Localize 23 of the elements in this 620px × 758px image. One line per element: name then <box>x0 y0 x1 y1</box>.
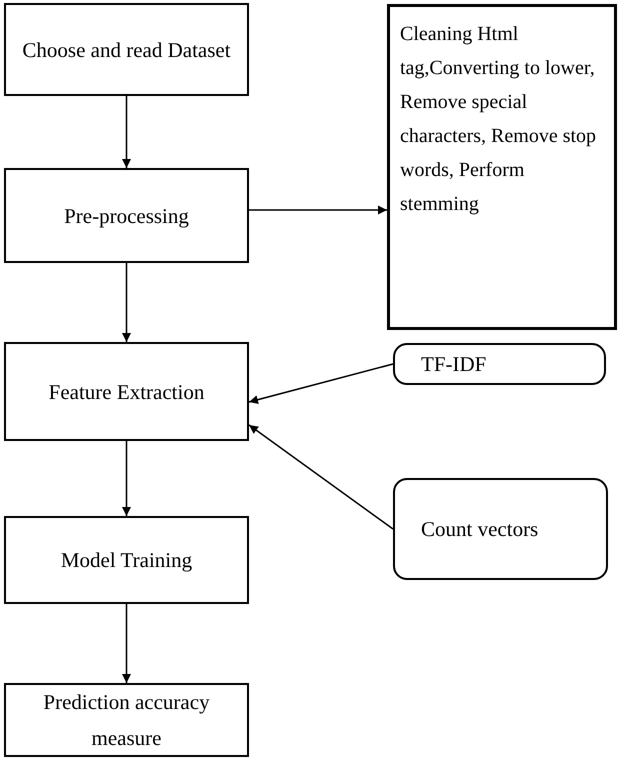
arrow <box>249 206 387 214</box>
process-box <box>4 168 249 263</box>
arrow <box>122 96 131 168</box>
arrow <box>122 263 131 342</box>
box-label: Count vectors <box>421 516 538 543</box>
arrow <box>248 363 394 404</box>
box-label: Prediction accuracy measure <box>42 689 211 752</box>
box-label: Model Training <box>60 547 192 574</box>
box-label: Choose and read Dataset <box>22 36 231 64</box>
arrow <box>122 441 131 516</box>
box-label: Cleaning Html tag,Converting to lower, Remove special characters, Remove stop words, Perform stemming <box>400 22 598 217</box>
rounded-box <box>393 478 608 580</box>
box-label: Feature Extraction <box>48 378 204 406</box>
arrow <box>248 424 394 530</box>
box-label: TF-IDF <box>421 351 486 378</box>
process-box <box>4 3 249 96</box>
note-box <box>387 4 617 330</box>
process-box <box>4 342 249 441</box>
process-box <box>4 516 249 604</box>
process-box <box>4 683 249 757</box>
arrow <box>122 604 131 683</box>
box-label: Pre-processing <box>64 202 189 230</box>
rounded-box <box>393 343 606 385</box>
